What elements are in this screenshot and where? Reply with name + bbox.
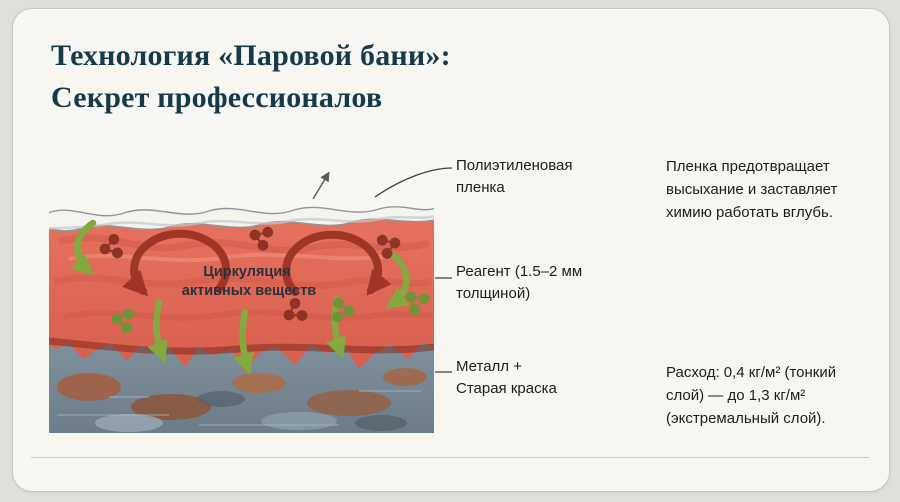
evaporation-arrow: [312, 171, 330, 200]
molecule-green-2: [332, 297, 355, 323]
circulation-arrow-left: [122, 229, 231, 297]
film-connector-line: [374, 167, 453, 198]
green-arrow-down-center: [233, 308, 254, 376]
molecule-red-4: [283, 298, 308, 321]
slide-card: Технология «Паровой бани»: Секрет профес…: [12, 8, 890, 492]
green-arrow-down-left: [147, 298, 168, 363]
slide-title-line2: Секрет профессионалов: [51, 81, 383, 114]
circulation-label: Циркуляция активных веществ: [182, 264, 317, 299]
molecule-red-1: [99, 233, 123, 259]
note-consumption: Расход: 0,4 кг/м² (тонкий слой) — до 1,3…: [666, 364, 837, 427]
green-arrow-top-left: [70, 219, 97, 276]
layers-diagram: Циркуляция активных веществ: [49, 197, 434, 434]
label-metal: Металл + Старая краска: [456, 358, 557, 397]
note-film: Пленка предотвращает высыхание и заставл…: [666, 158, 838, 221]
molecule-green-1: [111, 308, 135, 334]
molecule-red-2: [249, 226, 274, 251]
green-arrow-curve-right: [385, 251, 410, 309]
molecule-green-3: [405, 291, 430, 315]
label-film: Полиэтиленовая пленка: [456, 157, 573, 196]
footer-divider: [31, 457, 869, 458]
slide-title: Технология «Паровой бани»: Секрет профес…: [51, 35, 451, 119]
label-reagent: Реагент (1.5–2 мм толщиной): [456, 263, 583, 302]
circulation-arrow-right: [282, 230, 392, 296]
film-layer: [49, 206, 434, 232]
molecule-red-3: [376, 234, 401, 259]
slide-title-line1: Технология «Паровой бани»:: [51, 39, 451, 72]
